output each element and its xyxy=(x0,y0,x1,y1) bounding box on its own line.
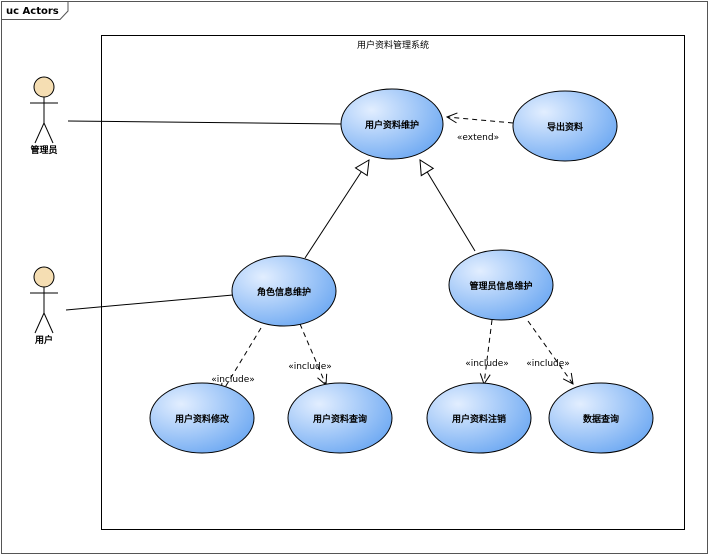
actor-leg xyxy=(43,122,54,144)
actor-label: 用户 xyxy=(34,334,53,346)
usecase-label: 数据查询 xyxy=(583,413,619,425)
include-label: «include» xyxy=(288,362,332,372)
include-role-modify xyxy=(221,327,262,394)
include-label: «include» xyxy=(465,359,509,369)
system-title: 用户资料管理系统 xyxy=(357,39,429,51)
actor-admin[interactable]: 管理员 xyxy=(30,76,58,156)
frame-title: uc Actors xyxy=(6,6,59,17)
usecase-label: 用户资料注销 xyxy=(451,413,506,425)
usecase-query[interactable]: 用户资料查询 xyxy=(287,382,393,454)
include-role-query xyxy=(299,323,326,385)
usecase-ellipse xyxy=(548,382,654,454)
usecase-modify[interactable]: 用户资料修改 xyxy=(149,382,255,454)
actor-head xyxy=(33,266,55,288)
usecase-ellipse xyxy=(426,382,532,454)
usecase-maintain[interactable]: 用户资料维护 xyxy=(340,88,444,160)
actor-leg xyxy=(34,312,45,334)
usecase-ellipse xyxy=(149,382,255,454)
usecase-role[interactable]: 角色信息维护 xyxy=(231,255,337,327)
system-boundary xyxy=(101,35,685,530)
actor-user[interactable]: 用户 xyxy=(30,266,58,346)
usecase-label: 用户资料修改 xyxy=(174,413,230,425)
generalization-adminmaint xyxy=(420,160,476,252)
include-label: «include» xyxy=(211,375,255,385)
include-label: «include» xyxy=(526,359,570,369)
usecase-ellipse xyxy=(287,382,393,454)
usecase-export[interactable]: 导出资料 xyxy=(512,90,618,162)
usecase-ellipse xyxy=(231,255,337,327)
actor-label: 管理员 xyxy=(30,144,57,156)
usecase-label: 管理员信息维护 xyxy=(469,280,532,292)
usecase-label: 用户资料维护 xyxy=(364,119,419,131)
usecase-dataquery[interactable]: 数据查询 xyxy=(548,382,654,454)
association-admin-maintain xyxy=(67,120,343,125)
extend-export-maintain xyxy=(447,117,514,124)
generalization-role xyxy=(304,160,369,259)
actor-head xyxy=(33,76,55,98)
extend-label: «extend» xyxy=(457,133,499,143)
frame-tab xyxy=(1,1,69,20)
usecase-cancel[interactable]: 用户资料注销 xyxy=(426,382,532,454)
usecase-ellipse xyxy=(448,249,554,321)
actor-leg xyxy=(43,312,54,334)
usecase-ellipse xyxy=(340,88,444,160)
association-user-role xyxy=(65,294,234,311)
usecase-ellipse xyxy=(512,90,618,162)
usecase-label: 导出资料 xyxy=(547,121,583,133)
include-adminmaint-cancel xyxy=(484,319,493,384)
usecase-label: 角色信息维护 xyxy=(257,286,311,298)
actor-leg xyxy=(34,122,45,144)
usecase-adminmaint[interactable]: 管理员信息维护 xyxy=(448,249,554,321)
usecase-label: 用户资料查询 xyxy=(312,413,367,425)
include-adminmaint-dataquery xyxy=(527,320,573,384)
